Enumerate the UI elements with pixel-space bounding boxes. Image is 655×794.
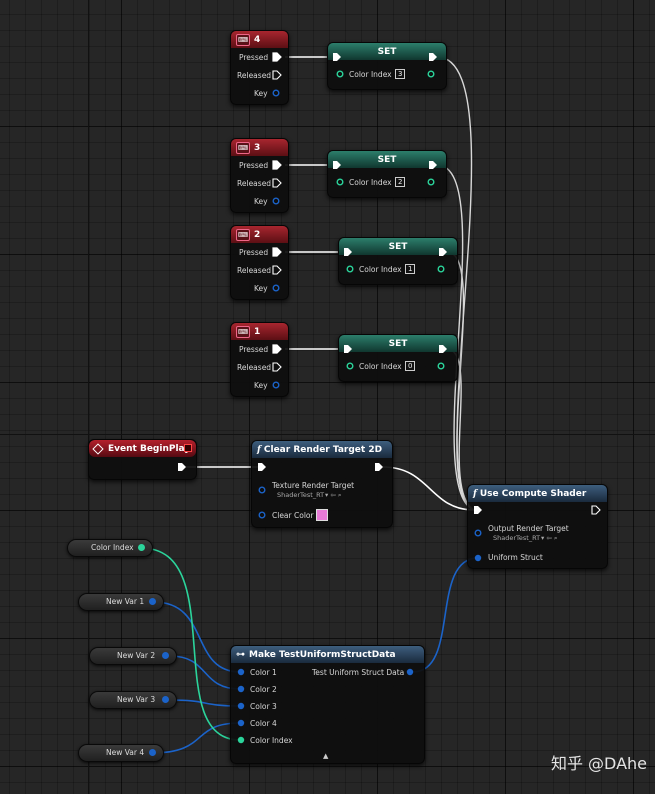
use-compute-shader-node[interactable]: f Use Compute Shader [467,484,608,569]
set-title: SET [377,154,397,165]
pressed-label: Pressed [239,53,269,62]
set-pin-label: Color Index [359,362,402,371]
set-header: SET [339,335,457,352]
pressed-label: Pressed [239,161,269,170]
variable-label: New Var 3 [117,695,156,704]
function-icon: f [473,488,477,499]
set-header: SET [328,43,446,60]
expand-arrow-icon[interactable]: ▲ [323,752,329,760]
texture-pin-label: Texture Render Target [272,481,355,490]
variable-label: New Var 2 [117,651,156,660]
set-node-2[interactable]: SET [327,150,447,198]
key-event-title: 3 [254,142,261,153]
struct-header: ⊶ Make TestUniformStructData [231,646,424,663]
struct-input-color-4: Color 4 [250,719,277,728]
key-event-title: 1 [254,326,261,337]
keyboard-key-icon: ⌨ [236,33,250,46]
variable-label: New Var 1 [106,597,145,606]
function-title: Clear Render Target 2D [263,444,383,455]
key-event-header: ⌨ 4 [231,31,288,48]
function-icon: f [257,444,261,455]
released-label: Released [237,71,272,80]
struct-out-pin[interactable] [162,652,169,659]
event-title: Event BeginPlay [108,443,191,454]
key-label: Key [254,89,268,98]
variable-label: Color Index [91,543,134,552]
key-label: Key [254,284,268,293]
delegate-pin-icon [184,444,192,452]
set-value-field[interactable]: 1 [405,264,416,274]
set-value-field[interactable]: 0 [405,361,416,371]
key-event-title: 4 [254,34,261,45]
clear-color-swatch[interactable] [316,509,328,521]
set-node-3[interactable]: SET [327,42,447,90]
key-label: Key [254,197,268,206]
struct-title: Make TestUniformStructData [249,649,396,660]
function-header: f Clear Render Target 2D [252,441,392,458]
set-pin-label: Color Index [349,70,392,79]
event-header: Event BeginPlay [89,440,196,457]
set-title: SET [388,241,408,252]
struct-input-color-index: Color Index [250,736,293,745]
key-event-node-2[interactable]: ⌨ 2 [230,225,289,300]
set-node-1[interactable]: SET [338,237,458,285]
struct-out-pin[interactable] [149,598,156,605]
pressed-label: Pressed [239,345,269,354]
set-value-field[interactable]: 2 [395,177,406,187]
set-pin-label: Color Index [359,265,402,274]
key-label: Key [254,381,268,390]
int-out-pin[interactable] [138,544,145,551]
set-node-0[interactable]: SET [338,334,458,382]
struct-out-pin[interactable] [149,749,156,756]
make-struct-icon: ⊶ [236,649,245,660]
chevron-down-icon[interactable]: ▾ ⇦ ⌕ [325,491,342,499]
struct-out-pin[interactable] [162,696,169,703]
grid-line-vertical [88,0,89,794]
set-header: SET [328,151,446,168]
key-event-header: ⌨ 2 [231,226,288,243]
set-header: SET [339,238,457,255]
exec-wire [382,466,475,511]
pressed-label: Pressed [239,248,269,257]
released-label: Released [237,363,272,372]
grid-line-horizontal [0,434,655,435]
variable-label: New Var 4 [106,748,145,757]
struct-input-color-3: Color 3 [250,702,277,711]
color-index-variable[interactable]: Color Index [67,539,153,557]
event-begin-play-node[interactable]: Event BeginPlay [88,439,197,480]
new-var-3-variable[interactable]: New Var 3 [89,691,177,709]
keyboard-key-icon: ⌨ [236,141,250,154]
struct-output-label: Test Uniform Struct Data [312,668,405,677]
struct-input-color-2: Color 2 [250,685,277,694]
key-event-header: ⌨ 3 [231,139,288,156]
keyboard-key-icon: ⌨ [236,325,250,338]
new-var-4-variable[interactable]: New Var 4 [78,744,164,762]
released-label: Released [237,179,272,188]
struct-wire [150,722,241,754]
struct-input-color-1: Color 1 [250,668,277,677]
keyboard-key-icon: ⌨ [236,228,250,241]
uniform-pin-label: Uniform Struct [488,553,543,562]
diamond-event-icon [92,442,104,455]
set-title: SET [388,338,408,349]
new-var-2-variable[interactable]: New Var 2 [89,647,177,665]
key-event-title: 2 [254,229,261,240]
set-value-field[interactable]: 3 [395,69,406,79]
texture-dropdown[interactable]: ShaderTest_RT [277,491,325,499]
new-var-1-variable[interactable]: New Var 1 [78,593,164,611]
released-label: Released [237,266,272,275]
output-pin-label: Output Render Target [488,524,569,533]
watermark-text: 知乎 @DAhe [550,754,647,773]
key-event-header: ⌨ 1 [231,323,288,340]
set-title: SET [377,46,397,57]
chevron-down-icon[interactable]: ▾ ⇦ ⌕ [541,534,558,542]
function-header: f Use Compute Shader [468,485,607,502]
output-dropdown[interactable]: ShaderTest_RT [493,534,541,542]
set-pin-label: Color Index [349,178,392,187]
make-struct-node[interactable]: ⊶ Make TestUniformStructData ▲ [230,645,425,764]
clear-color-label: Clear Color [272,511,314,520]
function-title: Use Compute Shader [479,488,587,499]
int-wire [140,547,241,741]
